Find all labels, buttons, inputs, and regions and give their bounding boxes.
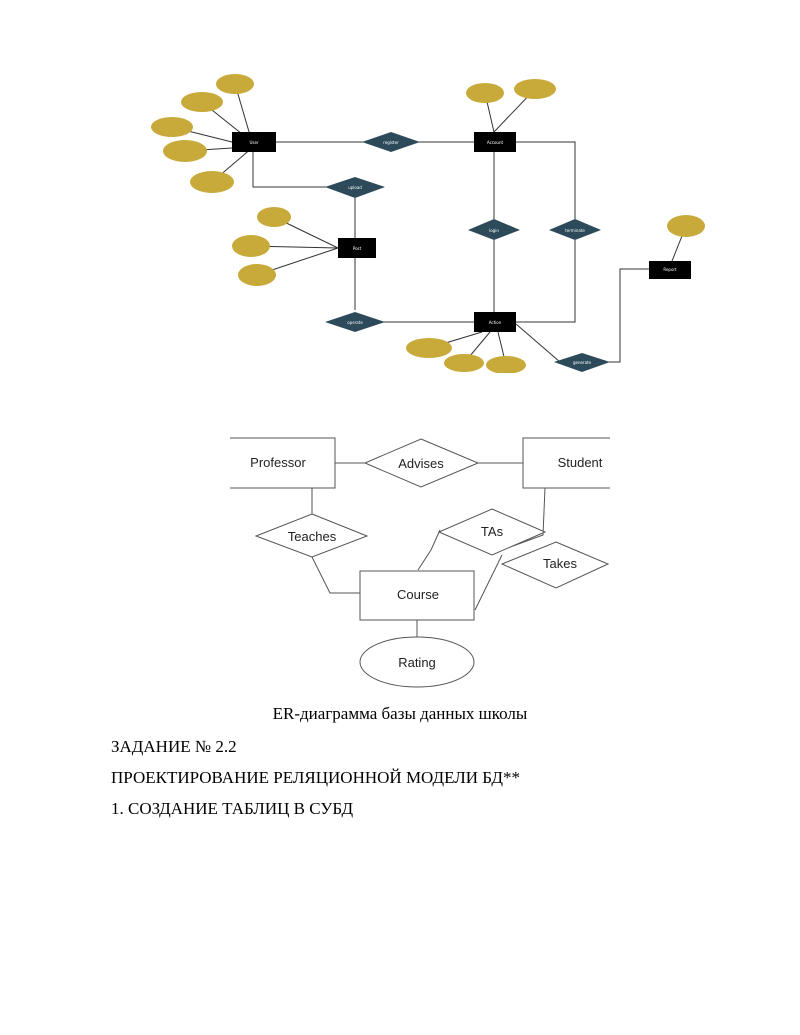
figure-caption: ER-диаграмма базы данных школы bbox=[272, 704, 528, 723]
label-rating: Rating bbox=[398, 655, 436, 670]
rel-tas bbox=[437, 508, 547, 556]
attribute-ellipses bbox=[151, 74, 705, 373]
label-professor: Professor bbox=[250, 455, 306, 470]
label-tas: TAs bbox=[481, 524, 504, 539]
er-diagram-course: Professor Student Course Advises Teaches… bbox=[230, 437, 610, 688]
entity-boxes bbox=[232, 132, 691, 332]
entity-action bbox=[474, 312, 516, 332]
label-user: User bbox=[249, 140, 258, 145]
label-student: Student bbox=[558, 455, 603, 470]
entity-post bbox=[338, 238, 376, 258]
rel-takes bbox=[500, 541, 610, 589]
label-register: register bbox=[383, 140, 399, 145]
rel-register bbox=[362, 132, 420, 152]
relationship-diamonds bbox=[325, 132, 610, 372]
rel-upload bbox=[325, 177, 385, 198]
entity-professor bbox=[230, 437, 336, 489]
label-terminate: terminate bbox=[565, 228, 585, 233]
connector-lines bbox=[311, 462, 546, 641]
label-report: Report bbox=[663, 267, 677, 272]
task-heading: ЗАДАНИЕ № 2.2 bbox=[111, 737, 237, 756]
label-generate: generate bbox=[573, 360, 592, 365]
entity-account bbox=[474, 132, 516, 152]
label-account: Account bbox=[487, 140, 504, 145]
label-upload: upload bbox=[348, 185, 362, 190]
label-teaches: Teaches bbox=[288, 529, 337, 544]
label-course: Course bbox=[397, 587, 439, 602]
label-operate: operate bbox=[347, 320, 363, 325]
rel-teaches bbox=[254, 513, 369, 558]
rel-operate bbox=[325, 312, 385, 332]
label-advises: Advises bbox=[398, 456, 444, 471]
subsection-heading: 1. СОЗДАНИЕ ТАБЛИЦ В СУБД bbox=[111, 799, 354, 818]
section-heading: ПРОЕКТИРОВАНИЕ РЕЛЯЦИОННОЙ МОДЕЛИ БД** bbox=[111, 768, 521, 787]
entity-course bbox=[359, 570, 475, 621]
rel-login bbox=[468, 219, 520, 240]
label-post: Post bbox=[353, 246, 362, 251]
connector-lines bbox=[171, 83, 687, 366]
label-login: login bbox=[489, 228, 499, 233]
attr-rating bbox=[359, 636, 475, 688]
rel-advises bbox=[363, 438, 480, 488]
label-takes: Takes bbox=[543, 556, 577, 571]
er-diagram-social: User Account Post Action Report register… bbox=[151, 74, 705, 373]
entity-report bbox=[649, 261, 691, 279]
label-action: Action bbox=[489, 320, 502, 325]
entity-student bbox=[522, 437, 610, 489]
rel-generate bbox=[554, 353, 610, 372]
rel-terminate bbox=[549, 219, 601, 240]
entity-user bbox=[232, 132, 276, 152]
